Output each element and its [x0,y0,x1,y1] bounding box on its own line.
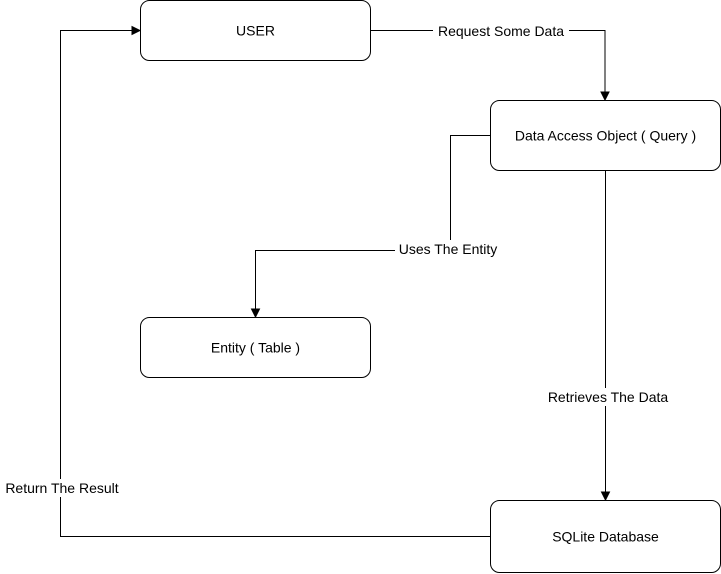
node-data-access-object-label: Data Access Object ( Query ) [515,128,696,144]
edge-label-retrieves-the-data: Retrieves The Data [548,389,669,405]
node-user-label: USER [236,23,275,39]
node-sqlite-database-label: SQLite Database [552,529,659,545]
node-sqlite-database: SQLite Database [490,500,721,573]
edge-retrieves-the-data: Retrieves The Data [542,170,676,502]
arrowhead [250,308,261,319]
arrowhead [600,91,610,102]
arrowhead [131,25,142,36]
edge-label-request-some-data: Request Some Data [438,23,564,39]
node-entity-table-label: Entity ( Table ) [211,340,300,356]
edge-return-the-result: Return The Result [0,25,490,537]
edge-label-return-the-result: Return The Result [5,480,118,496]
node-entity-table: Entity ( Table ) [140,317,371,378]
edge-request-some-data: Request Some Data [370,22,610,102]
node-data-access-object: Data Access Object ( Query ) [490,100,721,171]
arrowhead [600,491,611,502]
edge-label-uses-the-entity: Uses The Entity [399,241,498,257]
node-user: USER [140,0,371,61]
edge-uses-the-entity: Uses The Entity [250,135,503,319]
